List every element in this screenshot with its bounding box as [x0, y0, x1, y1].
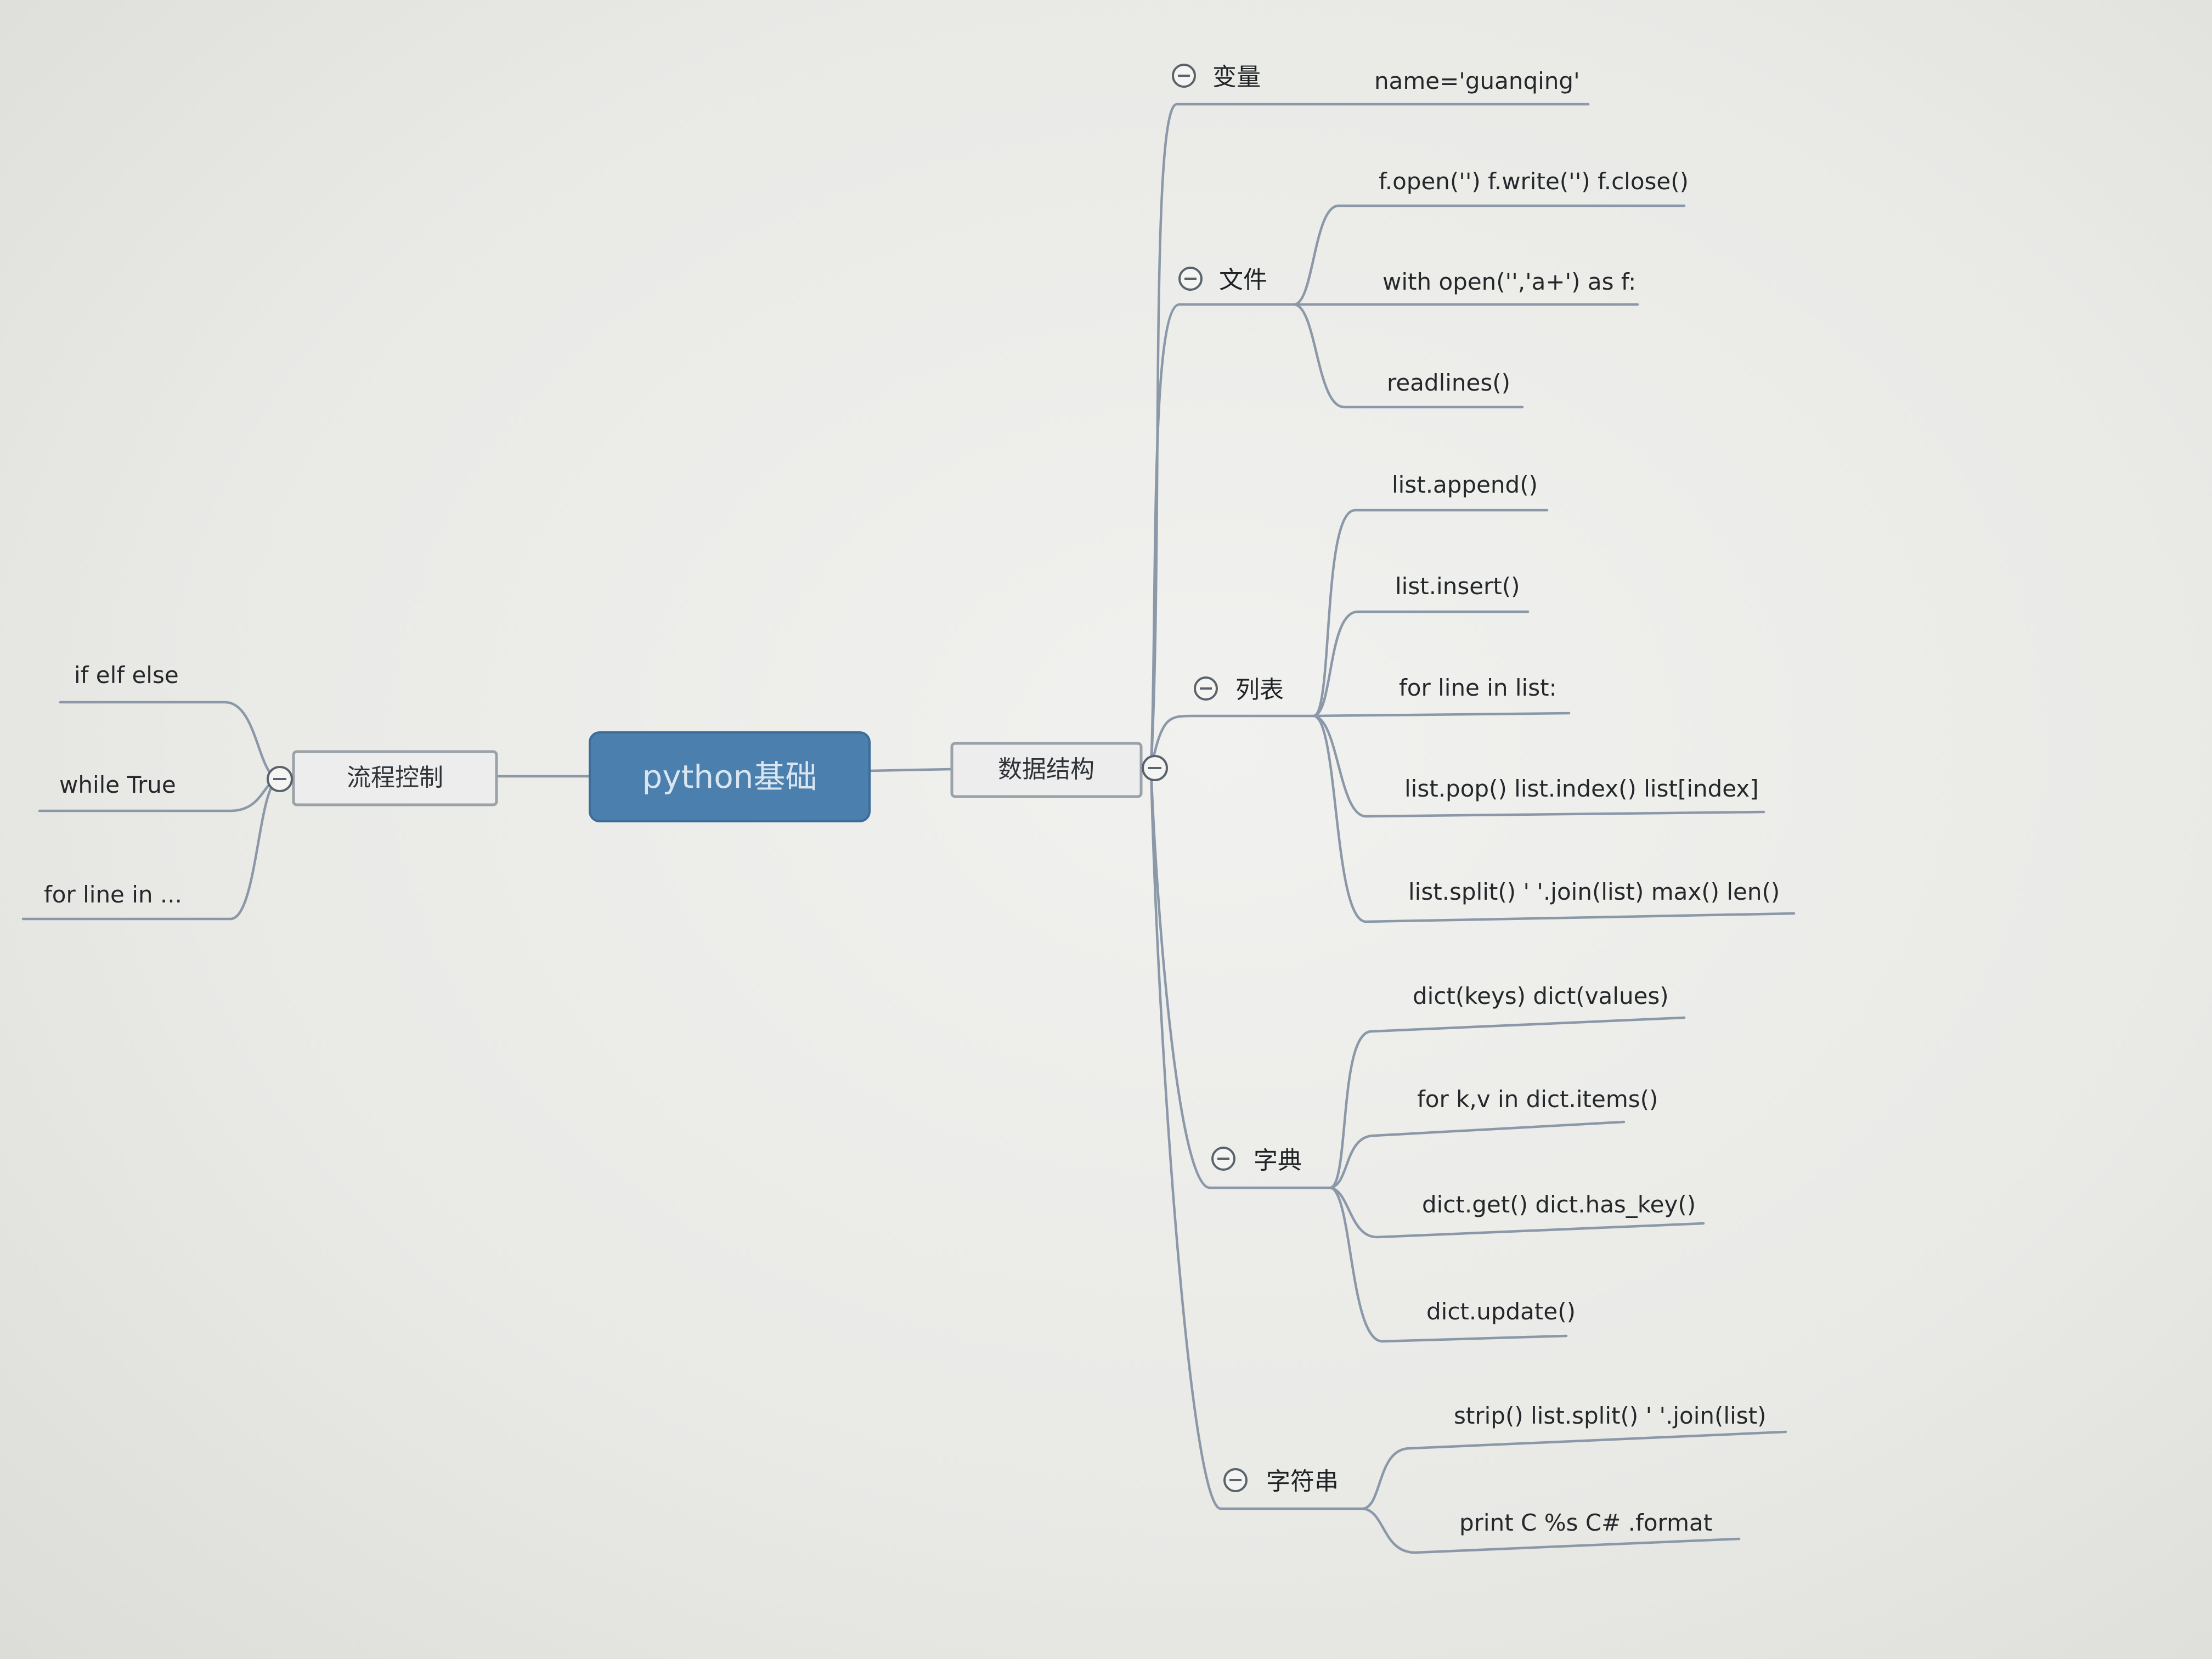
category-file-label: 文件 [1219, 266, 1267, 294]
connector-dict-1 [1329, 1016, 1686, 1189]
connector-list-3 [1312, 712, 1571, 718]
list-item-3: for line in list: [1399, 674, 1557, 701]
connector-left-1 [59, 701, 281, 781]
list-item-4: list.pop() list.index() list[index] [1404, 775, 1759, 802]
category-dict-label: 字典 [1254, 1147, 1302, 1175]
root-label: python基础 [642, 758, 817, 795]
topic-flow-control[interactable] [292, 750, 498, 806]
category-string[interactable]: 字符串 [1223, 1468, 1339, 1496]
connector-file-3 [1293, 303, 1524, 409]
connector-list-1 [1312, 509, 1549, 718]
string-item-1: strip() list.split() ' '.join(list) [1454, 1402, 1766, 1429]
list-item-2: list.insert() [1395, 573, 1520, 600]
connector-cat-3 [1149, 714, 1316, 770]
connector-str-1 [1362, 1430, 1787, 1510]
file-item-2: with open('','a+') as f: [1383, 268, 1636, 295]
flow-item-1: if elf else [74, 662, 179, 689]
category-list[interactable]: 列表 [1194, 676, 1284, 704]
category-variable[interactable]: 变量 [1172, 63, 1261, 91]
list-item-1: list.append() [1392, 471, 1538, 498]
connector-root-right [868, 768, 953, 772]
flow-item-3: for line in ... [44, 881, 182, 908]
category-file[interactable]: 文件 [1178, 266, 1267, 294]
connector-str-2 [1362, 1507, 1741, 1554]
dict-item-4: dict.update() [1426, 1298, 1576, 1325]
connector-dict-2 [1329, 1120, 1626, 1189]
connector-list-4 [1312, 714, 1765, 818]
collapse-left-icon[interactable] [267, 766, 293, 792]
file-item-3: readlines() [1387, 369, 1510, 396]
category-variable-label: 变量 [1212, 63, 1261, 91]
file-item-1: f.open('') f.write('') f.close() [1379, 168, 1689, 195]
connector-cat-5 [1149, 766, 1365, 1510]
topic-flow-control-label: 流程控制 [347, 764, 443, 792]
flow-item-2: while True [59, 771, 176, 798]
topic-data-structures-label: 数据结构 [998, 755, 1094, 783]
collapse-right-icon[interactable] [1142, 755, 1168, 781]
connector-cat-2 [1149, 303, 1296, 770]
topic-data-structures[interactable] [950, 742, 1143, 798]
dict-item-2: for k,v in dict.items() [1417, 1086, 1658, 1113]
connector-dict-3 [1329, 1186, 1705, 1239]
connector-file-1 [1293, 204, 1686, 306]
connector-list-2 [1312, 610, 1530, 718]
string-item-2: print C %s C# .format [1459, 1509, 1712, 1536]
var-item-1: name='guanqing' [1374, 67, 1580, 94]
dict-item-1: dict(keys) dict(values) [1413, 983, 1669, 1009]
connector-list-5 [1312, 714, 1796, 923]
dict-item-3: dict.get() dict.has_key() [1422, 1191, 1696, 1218]
list-item-5: list.split() ' '.join(list) max() len() [1408, 878, 1780, 905]
category-dict[interactable]: 字典 [1211, 1147, 1302, 1175]
connector-cat-4 [1149, 766, 1332, 1189]
connector-dict-4 [1329, 1186, 1568, 1343]
category-list-label: 列表 [1235, 676, 1284, 704]
root-node[interactable] [589, 731, 871, 822]
connector-cat-1 [1149, 103, 1590, 770]
category-string-label: 字符串 [1266, 1468, 1339, 1496]
